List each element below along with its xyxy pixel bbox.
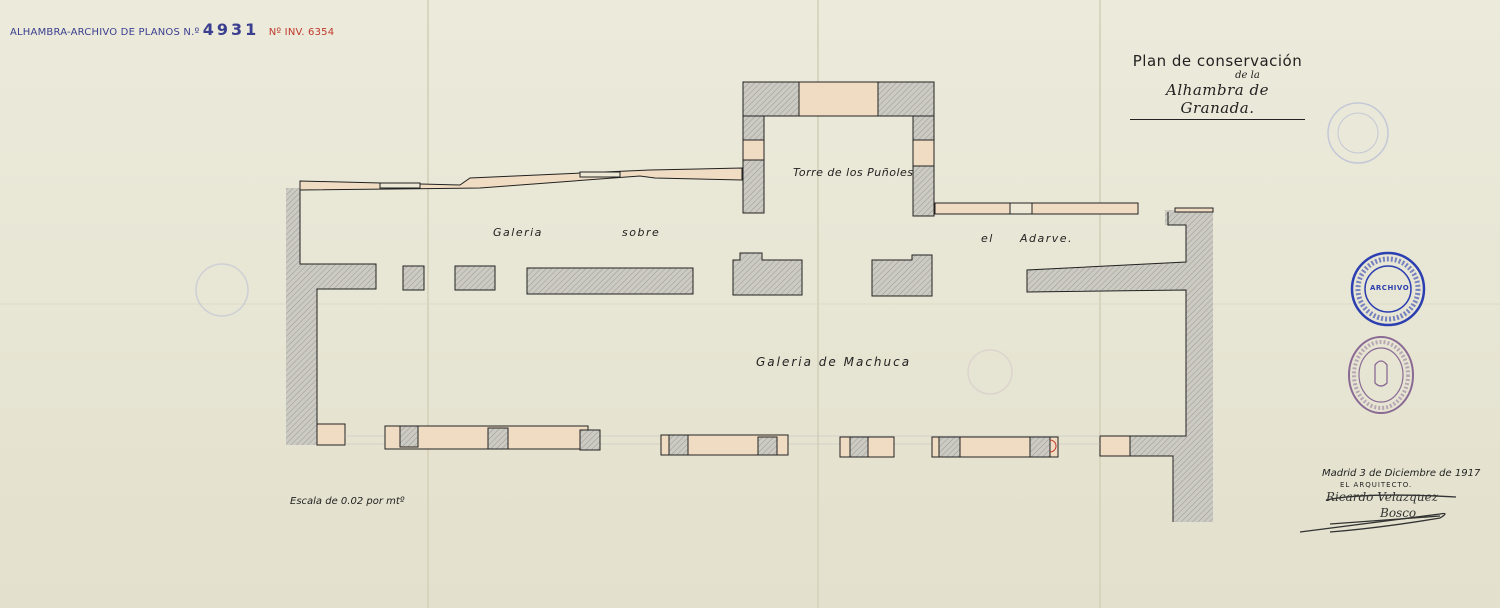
signature-role: EL ARQUITECTO. [1340,481,1413,489]
right-wall [1026,207,1214,522]
archive-reference: ALHAMBRA-ARCHIVO DE PLANOS N.º 4931 Nº I… [10,20,334,39]
title-line-2: de la [1235,70,1260,81]
torre-tower [742,81,935,217]
label-el: el [981,232,994,245]
inner-piers [402,252,933,297]
faint-stamp-top [1327,102,1389,164]
title-line-1: Plan de conservación [1132,52,1303,70]
label-sobre: sobre [622,226,661,239]
archive-stamp [1350,251,1426,327]
archive-label: ALHAMBRA-ARCHIVO DE PLANOS N.º [10,27,200,38]
scale-note: Escala de 0.02 por mtº [290,496,405,507]
title-block: Plan de conservación de la Alhambra de G… [1130,52,1305,120]
adarve-wall [299,167,1139,215]
label-galeria: Galeria [493,226,543,239]
signature-name-2: Bosco [1380,506,1417,520]
label-adarve: Adarve. [1020,232,1074,245]
signature-flourish [1299,494,1457,533]
signature-date: Madrid 3 de Diciembre de 1917 [1322,468,1481,479]
label-torre: Torre de los Puñoles [793,166,914,179]
plan-number: 4931 [202,20,260,39]
lower-colonnade [345,425,1100,458]
archive-stamp-text: ARCHIVO [1370,284,1410,292]
title-line-3: Alhambra de Granada. [1130,81,1305,120]
label-machuca: Galeria de Machuca [756,355,912,369]
signature-name-1: Ricardo Velazquez [1326,490,1439,504]
left-wall [286,188,377,446]
faint-stamp-center [967,349,1013,395]
museum-stamp [1348,336,1414,414]
inventory-number: Nº INV. 6354 [268,27,335,38]
faint-stamp-left [195,263,249,317]
